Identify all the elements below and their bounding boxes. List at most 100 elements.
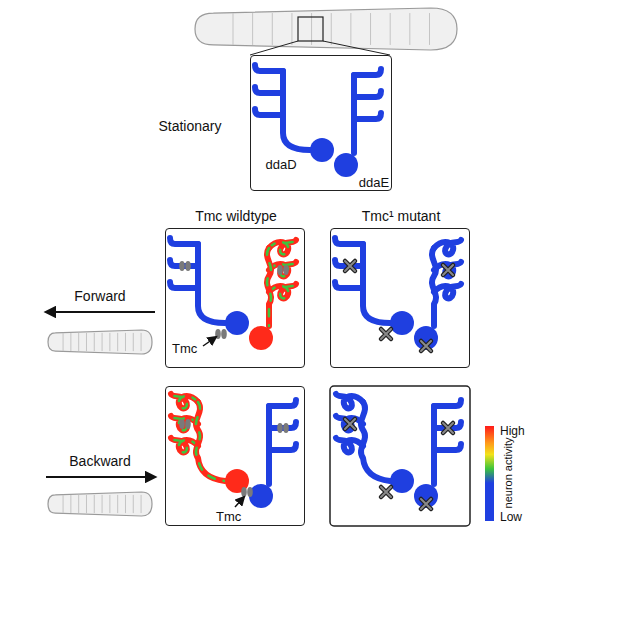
neuron-label: Tmc xyxy=(216,509,241,524)
dendrite xyxy=(361,402,390,481)
larva-segment xyxy=(94,495,95,513)
scale-label: High xyxy=(500,423,525,439)
direction-arrow xyxy=(46,311,155,313)
mutant-mark xyxy=(443,265,453,275)
dendrite xyxy=(354,113,381,119)
tmc-channel xyxy=(247,487,253,497)
larva-segment xyxy=(78,495,79,513)
tmc-channel xyxy=(277,265,283,275)
neuron-pair xyxy=(170,238,296,350)
dendrite xyxy=(196,402,225,481)
dendrite xyxy=(354,69,381,75)
dendrite xyxy=(198,244,225,323)
dendrite xyxy=(269,400,296,406)
larva-segment xyxy=(109,495,110,513)
mutant-mark xyxy=(345,261,355,271)
condition-label: Backward xyxy=(69,453,130,469)
larva-body xyxy=(48,492,152,516)
direction-arrow xyxy=(46,476,155,478)
dendrite xyxy=(363,244,390,323)
mutant-mark xyxy=(381,329,391,339)
larva-segment xyxy=(86,495,87,513)
dendrite xyxy=(335,282,363,288)
larva-segment xyxy=(109,333,110,351)
larva-segment xyxy=(63,495,64,513)
tmc-channel xyxy=(241,487,247,497)
larva-segment xyxy=(70,333,71,351)
larva-segment xyxy=(133,333,134,351)
dendrite xyxy=(170,282,198,288)
cell-body xyxy=(310,138,334,162)
larva-segment xyxy=(125,495,126,513)
mutant-mark xyxy=(381,329,391,339)
larva-segment xyxy=(409,13,410,45)
zoom-line xyxy=(250,41,390,55)
neuron-pair xyxy=(171,394,296,508)
larva-segment xyxy=(70,495,71,513)
larva-segment xyxy=(232,13,233,45)
neuron-label: Tmc xyxy=(172,341,197,356)
dendrite xyxy=(431,406,437,484)
tmc-channel xyxy=(179,261,185,271)
neuron-pair xyxy=(330,386,470,526)
panel-heading: Tmc¹ mutant xyxy=(362,209,441,224)
leader-arrow xyxy=(235,497,244,507)
mutant-mark xyxy=(443,423,453,433)
mutant-mark xyxy=(345,419,355,429)
cell-body xyxy=(390,311,414,335)
mutant-mark xyxy=(443,423,453,433)
cell-body xyxy=(249,484,273,508)
tmc-channel xyxy=(283,265,289,275)
color-bar xyxy=(485,426,494,521)
dendrite-activity xyxy=(171,394,198,408)
larva-body xyxy=(195,8,457,50)
mutant-mark xyxy=(345,261,355,271)
neuron-label: ddaE xyxy=(359,175,389,190)
dendrite xyxy=(335,238,363,244)
larva-segment xyxy=(117,333,118,351)
mutant-mark xyxy=(345,419,355,429)
larva-segment xyxy=(86,333,87,351)
mutant-mark xyxy=(421,341,431,351)
neuron-label: ddaD xyxy=(265,157,296,172)
larva-segment xyxy=(350,13,351,45)
dendrite xyxy=(354,91,381,97)
condition-label: Stationary xyxy=(158,118,221,134)
larva-body xyxy=(48,330,152,354)
larva-segment xyxy=(390,13,391,45)
panel-box: Tmc xyxy=(165,386,305,526)
larva-segment xyxy=(311,13,312,45)
dendrite xyxy=(267,248,271,326)
dendrite-activity xyxy=(196,402,225,481)
dendrite xyxy=(351,75,357,153)
dendrite-activity xyxy=(269,240,296,254)
dendrite xyxy=(255,87,283,93)
larva-segment xyxy=(117,495,118,513)
tmc-channel xyxy=(283,423,289,433)
panel-box: Tmc wildtypeTmc xyxy=(165,228,305,368)
mutant-mark xyxy=(443,265,453,275)
dendrite xyxy=(283,71,310,150)
mutant-mark xyxy=(421,341,431,351)
dendrite-activity xyxy=(267,248,271,326)
mutant-mark xyxy=(421,499,431,509)
larva-segment xyxy=(141,495,142,513)
larva-segment xyxy=(125,333,126,351)
mutant-mark xyxy=(421,499,431,509)
tmc-channel xyxy=(179,419,185,429)
larva-segment xyxy=(141,333,142,351)
larva-segment xyxy=(429,13,430,45)
larva-segment xyxy=(102,495,103,513)
dendrite xyxy=(170,238,198,244)
larva-segment xyxy=(291,13,292,45)
dendrite xyxy=(255,65,283,71)
leader-arrow xyxy=(203,337,216,346)
larva-segment xyxy=(133,495,134,513)
dendrite xyxy=(171,394,198,408)
panel-frame xyxy=(330,386,470,526)
scale-label: Low xyxy=(500,509,522,525)
tmc-channel xyxy=(221,329,227,339)
cell-body xyxy=(414,326,438,350)
mutant-mark xyxy=(381,487,391,497)
